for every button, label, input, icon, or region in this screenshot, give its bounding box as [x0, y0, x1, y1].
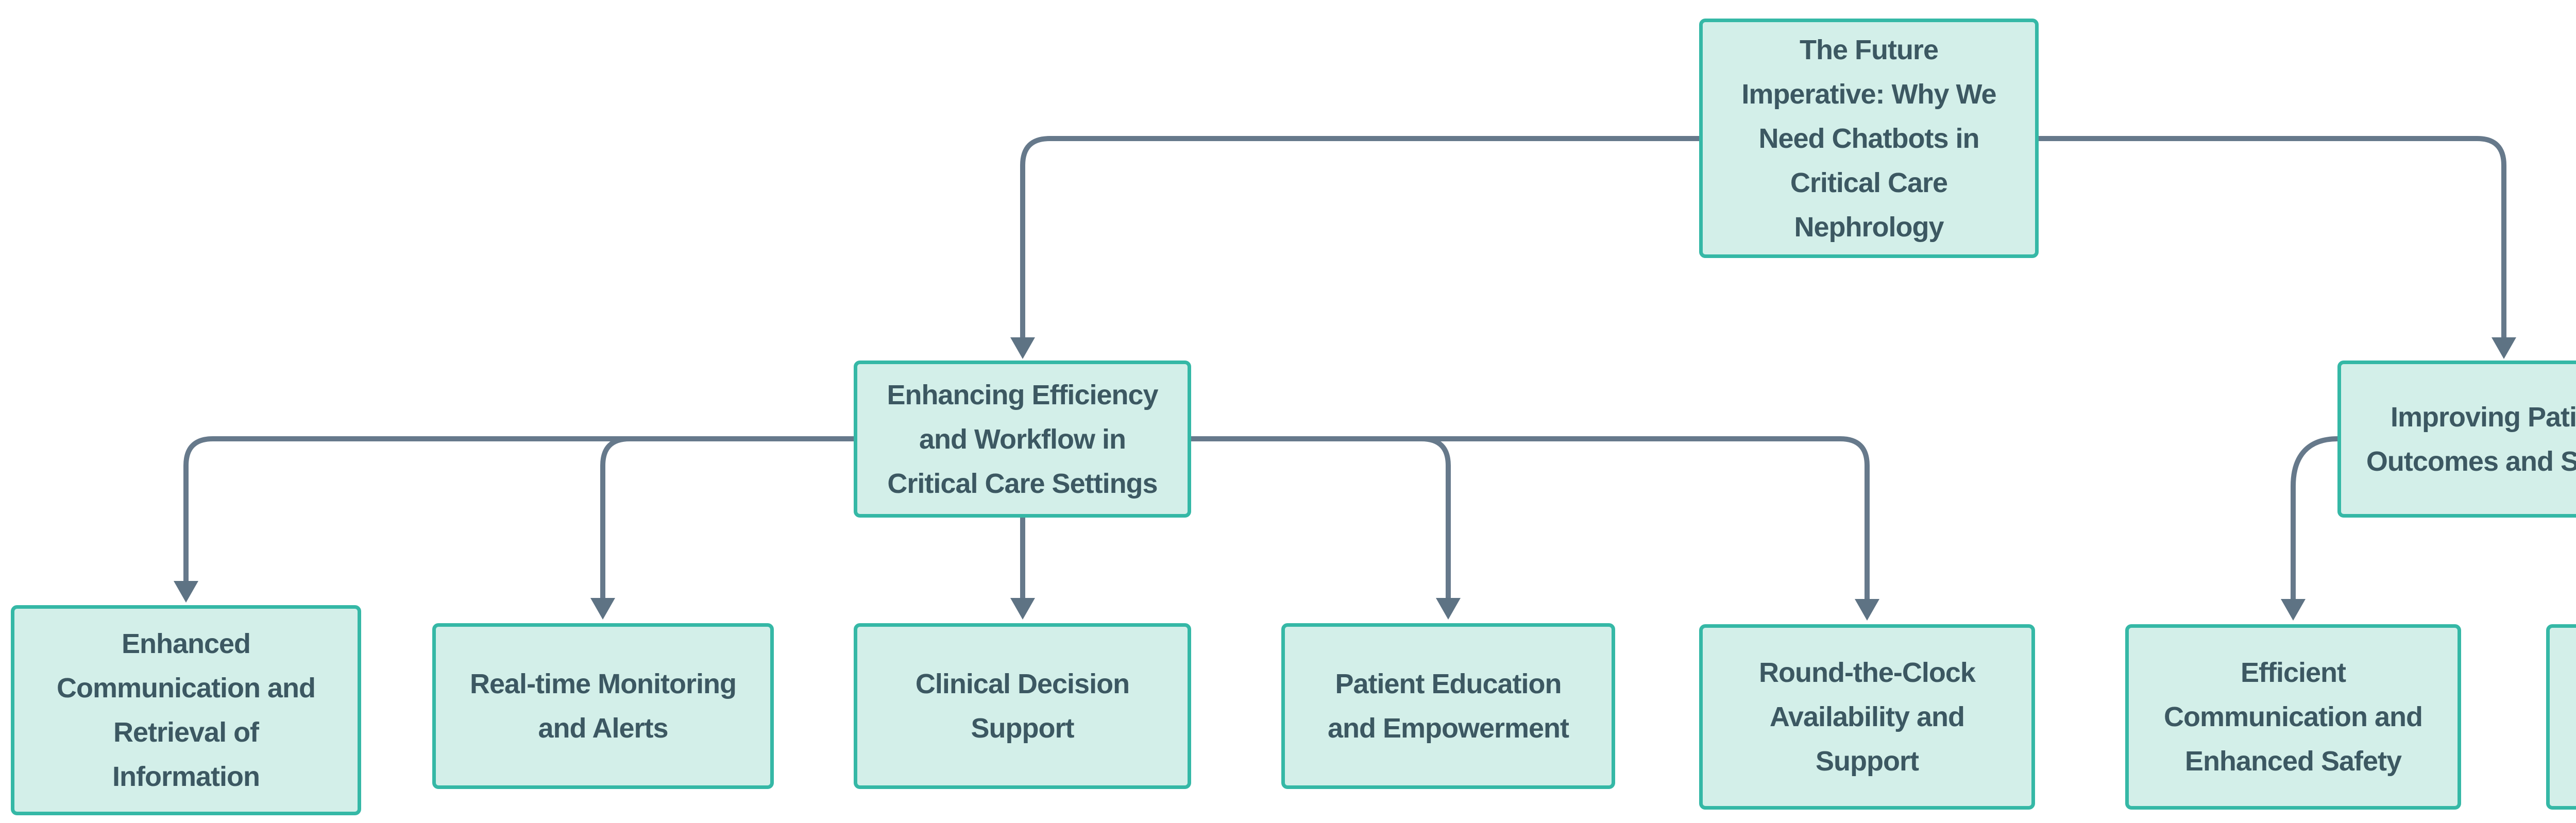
node-continuous-monitoring: Continuous Monitoring and Follow-up Care: [2546, 624, 2576, 810]
edge-efficiency-availability: [1191, 436, 1870, 601]
node-outcomes-label: Improving Patient Outcomes and Safety: [2366, 401, 2576, 477]
node-efficiency-label: Enhancing Efficiency and Workflow in Cri…: [887, 379, 1158, 499]
node-patient-education-label: Patient Education and Empowerment: [1327, 668, 1569, 744]
node-realtime-monitoring-label: Real-time Monitoring and Alerts: [470, 668, 737, 744]
arrowhead-decision: [1010, 598, 1035, 620]
edge-root-outcomes: [2039, 136, 2506, 339]
node-enhanced-communication: Enhanced Communication and Retrieval of …: [11, 605, 361, 815]
arrowhead-outcomes: [2492, 337, 2516, 359]
edge-efficiency-monitoring: [600, 436, 854, 599]
node-root-label: The Future Imperative: Why We Need Chatb…: [1741, 34, 1996, 243]
node-root: The Future Imperative: Why We Need Chatb…: [1699, 19, 2039, 258]
edge-outcomes-efficient-comm: [2291, 436, 2338, 601]
edge-efficiency-education: [1191, 436, 1451, 599]
node-patient-education: Patient Education and Empowerment: [1281, 623, 1615, 789]
edge-efficiency-communication: [183, 436, 854, 582]
node-efficient-communication-label: Efficient Communication and Enhanced Saf…: [2163, 657, 2423, 777]
node-round-the-clock-label: Round-the-Clock Availability and Support: [1759, 657, 1976, 777]
node-outcomes: Improving Patient Outcomes and Safety: [2337, 361, 2576, 518]
arrowhead-education: [1436, 598, 1461, 620]
arrowhead-efficient-comm: [2281, 599, 2306, 621]
node-round-the-clock: Round-the-Clock Availability and Support: [1699, 624, 2035, 810]
arrowhead-monitoring: [590, 598, 615, 620]
edge-root-efficiency: [1020, 136, 1699, 339]
node-clinical-decision-label: Clinical Decision Support: [915, 668, 1130, 744]
node-realtime-monitoring: Real-time Monitoring and Alerts: [432, 623, 774, 789]
arrowhead-efficiency: [1010, 337, 1035, 359]
arrowhead-communication: [174, 581, 198, 603]
node-enhanced-communication-label: Enhanced Communication and Retrieval of …: [56, 628, 316, 792]
arrowhead-availability: [1855, 599, 1879, 621]
node-efficient-communication: Efficient Communication and Enhanced Saf…: [2125, 624, 2461, 810]
node-clinical-decision: Clinical Decision Support: [854, 623, 1191, 789]
node-efficiency: Enhancing Efficiency and Workflow in Cri…: [854, 361, 1191, 518]
